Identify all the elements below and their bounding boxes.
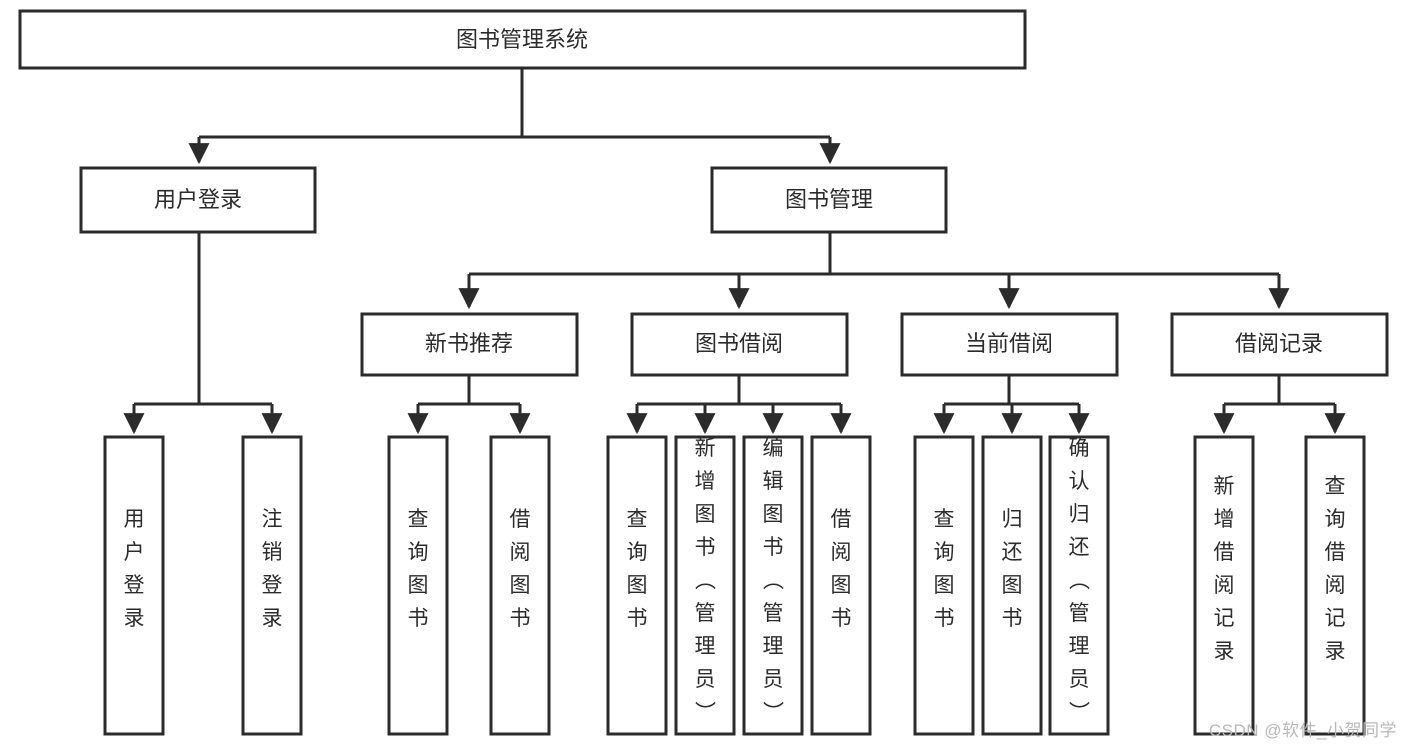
node-current-borrow[interactable]: 当前借阅: [900, 312, 1119, 377]
csdn-watermark: CSDN @软件_小贺同学: [1208, 721, 1397, 740]
node-user-login-label: 用户登录: [154, 187, 242, 212]
node-borrow-record[interactable]: 借阅记录: [1170, 312, 1389, 377]
leaf-book-borrow-borrow-label: 借阅图书: [831, 508, 852, 630]
node-root-label: 图书管理系统: [456, 27, 588, 52]
leaf-borrow-record-query-label: 查询借阅记录: [1325, 475, 1346, 663]
leaf-book-borrow-query-label: 查询图书: [627, 508, 648, 630]
leaf-borrow-record-add-label: 新增借阅记录: [1214, 475, 1235, 663]
leaf-current-borrow-confirm[interactable]: 确认归还（管理员）: [1048, 435, 1110, 736]
leaf-current-borrow-confirm-label: 确认归还（管理员）: [1069, 437, 1091, 724]
node-book-management[interactable]: 图书管理: [710, 166, 948, 234]
leaf-user-login-logout-label: 注销登录: [262, 508, 283, 630]
connector-book-borrow-bus: [637, 375, 841, 406]
leaf-new-book-borrow-label: 借阅图书: [510, 508, 531, 630]
leaf-new-book-borrow[interactable]: 借阅图书: [489, 435, 551, 736]
leaf-book-borrow-query[interactable]: 查询图书: [606, 435, 668, 736]
node-root-book-management-system[interactable]: 图书管理系统: [18, 9, 1027, 70]
leaf-current-borrow-query[interactable]: 查询图书: [913, 435, 975, 736]
leaf-user-login-login-label: 用户登录: [124, 508, 145, 630]
leaf-borrow-record-query[interactable]: 查询借阅记录: [1304, 435, 1366, 736]
connector-book-manage-bus: [469, 232, 1279, 276]
node-current-borrow-label: 当前借阅: [965, 331, 1053, 356]
leaf-new-book-query-label: 查询图书: [408, 508, 429, 630]
connector-user-login-bus: [134, 232, 272, 406]
leaf-current-borrow-return-label: 归还图书: [1002, 508, 1023, 630]
leaf-book-borrow-edit-label: 编辑图书（管理员）: [763, 437, 785, 724]
leaf-user-login-login[interactable]: 用户登录: [103, 435, 165, 736]
connector-new-book-bus: [418, 375, 520, 406]
leaf-current-borrow-query-label: 查询图书: [934, 508, 955, 630]
node-book-borrow[interactable]: 图书借阅: [630, 312, 849, 377]
leaf-user-login-logout[interactable]: 注销登录: [241, 435, 303, 736]
node-new-book-recommend[interactable]: 新书推荐: [360, 312, 579, 377]
node-borrow-record-label: 借阅记录: [1235, 331, 1323, 356]
leaf-book-borrow-add[interactable]: 新增图书（管理员）: [674, 435, 736, 736]
leaf-book-borrow-borrow[interactable]: 借阅图书: [810, 435, 872, 736]
node-user-login[interactable]: 用户登录: [79, 166, 317, 234]
node-new-book-recommend-label: 新书推荐: [425, 331, 513, 356]
connector-root-bus: [199, 68, 830, 139]
leaf-current-borrow-return[interactable]: 归还图书: [981, 435, 1043, 736]
leaf-book-borrow-add-label: 新增图书（管理员）: [695, 437, 717, 724]
node-book-management-label: 图书管理: [785, 187, 873, 212]
node-book-borrow-label: 图书借阅: [695, 331, 783, 356]
connector-borrow-record-bus: [1224, 375, 1335, 406]
connector-current-borrow-bus: [944, 375, 1079, 406]
leaf-new-book-query[interactable]: 查询图书: [387, 435, 449, 736]
connectors: [123, 68, 1346, 435]
leaf-borrow-record-add[interactable]: 新增借阅记录: [1193, 435, 1255, 736]
leaf-book-borrow-edit[interactable]: 编辑图书（管理员）: [742, 435, 804, 736]
